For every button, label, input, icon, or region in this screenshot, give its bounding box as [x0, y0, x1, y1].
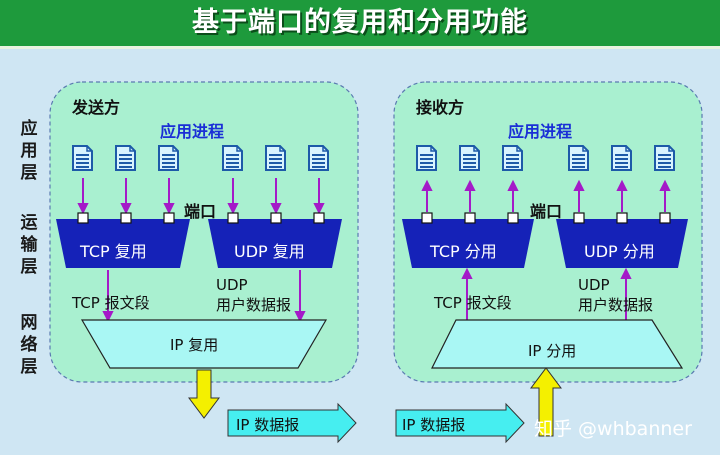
layer-label-application: 应用层 [20, 119, 38, 183]
port-marker [270, 212, 282, 224]
sender-port-label: 端口 [184, 202, 217, 221]
sender-tcp-label: TCP 复用 [80, 242, 147, 261]
document-icon [158, 145, 179, 171]
sender-udp-funnel [208, 219, 342, 268]
watermark: 知乎 @whbanner [534, 418, 692, 440]
title-underline [0, 46, 720, 49]
port-marker [507, 212, 519, 224]
sender-ip-label: IP 复用 [170, 336, 219, 354]
document-icon [459, 145, 480, 171]
receiver-ports [421, 212, 671, 224]
sender-udp-label-bottom: 用户数据报 [216, 296, 292, 314]
sender-down-arrow [188, 369, 220, 419]
layer-label-transport: 运输层 [20, 213, 38, 277]
receiver-heading: 接收方 [416, 98, 465, 117]
sender-ip-box [80, 319, 328, 369]
port-marker [421, 212, 433, 224]
layer-label-network: 网络层 [20, 313, 38, 377]
document-icon [502, 145, 523, 171]
receiver-up-arrow [530, 367, 562, 437]
datagram-left-label: IP 数据报 [236, 416, 300, 434]
datagram-arrow-left [227, 402, 357, 444]
receiver-udp-label-bottom: 用户数据报 [578, 296, 654, 314]
receiver-ip-label: IP 分用 [528, 342, 577, 360]
datagram-arrow-right [395, 402, 525, 444]
document-icon [115, 145, 136, 171]
receiver-udp-funnel [556, 219, 688, 268]
receiver-tcp-label: TCP 分用 [430, 242, 497, 261]
port-marker [227, 212, 239, 224]
receiver-ip-box [431, 319, 684, 369]
port-marker [77, 212, 89, 224]
sender-udp-label: UDP 复用 [234, 242, 305, 261]
port-marker [313, 212, 325, 224]
sender-app-arrows [77, 178, 325, 215]
document-icon [222, 145, 243, 171]
document-icon [308, 145, 329, 171]
title-bar [0, 0, 720, 46]
port-marker [464, 212, 476, 224]
sender-transport-arrows [102, 270, 306, 323]
receiver-app-process-label: 应用进程 [508, 122, 573, 141]
receiver-tcp-segment-label: TCP 报文段 [434, 294, 512, 312]
receiver-app-arrows [421, 179, 671, 212]
port-marker [616, 212, 628, 224]
datagram-right-label: IP 数据报 [402, 416, 466, 434]
port-marker [659, 212, 671, 224]
sender-tcp-funnel [56, 219, 190, 268]
sender-udp-label-top: UDP [216, 276, 248, 294]
document-icon [72, 145, 93, 171]
receiver-udp-label: UDP 分用 [584, 242, 655, 261]
document-icon [416, 145, 437, 171]
sender-app-process-label: 应用进程 [160, 122, 225, 141]
port-marker [163, 212, 175, 224]
document-icon [265, 145, 286, 171]
page-title: 基于端口的复用和分用功能 [192, 7, 528, 38]
sender-heading: 发送方 [72, 98, 121, 117]
port-marker [573, 212, 585, 224]
receiver-port-label: 端口 [530, 202, 563, 221]
receiver-udp-label-top: UDP [578, 276, 610, 294]
sender-ports [77, 212, 325, 224]
document-icon [654, 145, 675, 171]
receiver-tcp-funnel [402, 219, 534, 268]
receiver-transport-arrows [461, 267, 632, 320]
document-icon [568, 145, 589, 171]
document-icon [611, 145, 632, 171]
port-marker [120, 212, 132, 224]
sender-tcp-segment-label: TCP 报文段 [72, 294, 150, 312]
